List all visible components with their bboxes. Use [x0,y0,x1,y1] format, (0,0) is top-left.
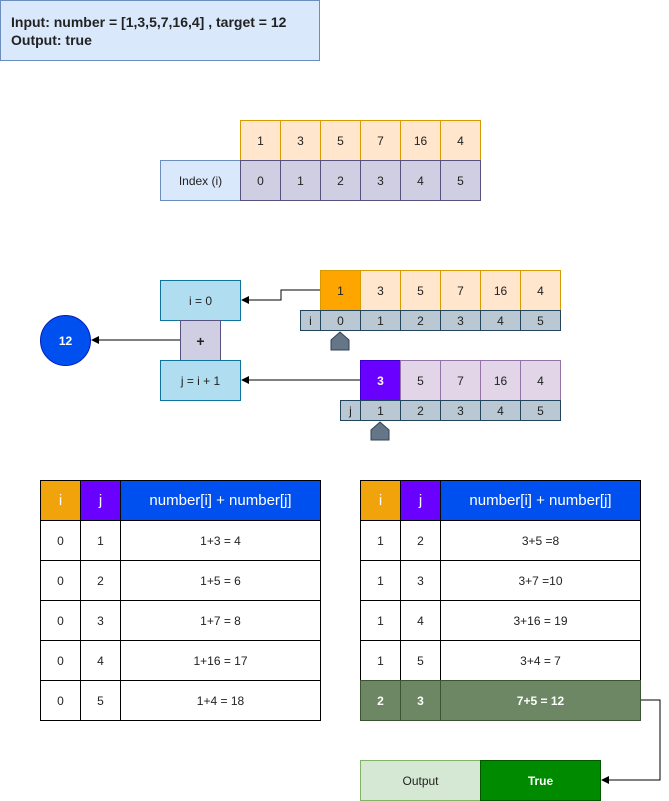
array-value: 4 [520,360,561,401]
output-value: True [480,760,601,801]
i-init-box: i = 0 [160,280,241,321]
array-value: 4 [440,120,481,161]
problem-statement: Input: number = [1,3,5,7,16,4] , target … [0,0,320,61]
target-circle: 12 [40,315,91,366]
table-cell-sum: 1+5 = 6 [120,560,321,601]
table-cell-i: 1 [360,600,401,641]
array-value: 7 [360,120,401,161]
table-cell-j: 5 [80,680,121,721]
table-cell-sum: 3+7 =10 [440,560,641,601]
table-cell-sum: 1+3 = 4 [120,520,321,561]
i-pointer-label: i [300,310,321,331]
match-cell-j: 3 [400,680,441,721]
index-label: Index (i) [160,160,241,201]
table-cell-sum: 3+4 = 7 [440,640,641,681]
array-index: 5 [440,160,481,201]
array-index: 0 [240,160,281,201]
plus-operator: + [180,320,221,361]
table-cell-i: 0 [40,680,81,721]
array-value: 5 [320,120,361,161]
table-cell-j: 3 [80,600,121,641]
j-current-value: 3 [360,360,401,401]
input-line: Input: number = [1,3,5,7,16,4] , target … [11,14,287,30]
array-value: 16 [480,360,521,401]
array-index: 2 [320,160,361,201]
i-pointer-icon [330,331,350,351]
array-index: 5 [520,310,561,331]
i-arrow [241,289,320,304]
table-cell-sum: 1+7 = 8 [120,600,321,641]
table-cell-i: 1 [360,560,401,601]
table-cell-sum: 1+16 = 17 [120,640,321,681]
j-pointer-icon [370,421,390,441]
table-header-i: i [40,480,81,521]
output-arrow [601,699,661,784]
table-cell-i: 1 [360,640,401,681]
array-value: 3 [280,120,321,161]
array-value: 7 [440,360,481,401]
j-init-box: j = i + 1 [160,360,241,401]
table-cell-j: 2 [80,560,121,601]
table-header-sum: number[i] + number[j] [120,480,321,521]
array-index: 4 [400,160,441,201]
table-cell-i: 0 [40,520,81,561]
output-label: Output [360,760,481,801]
table-cell-sum: 3+16 = 19 [440,600,641,641]
array-index: 5 [520,400,561,421]
match-cell-sum: 7+5 = 12 [440,680,641,721]
array-value: 5 [400,360,441,401]
array-index: 2 [400,400,441,421]
table-header-i: i [360,480,401,521]
table-cell-sum: 1+4 = 18 [120,680,321,721]
array-value: 4 [520,270,561,311]
array-index: 1 [280,160,321,201]
table-cell-i: 0 [40,560,81,601]
array-index: 3 [360,160,401,201]
output-line: Output: true [11,32,92,48]
